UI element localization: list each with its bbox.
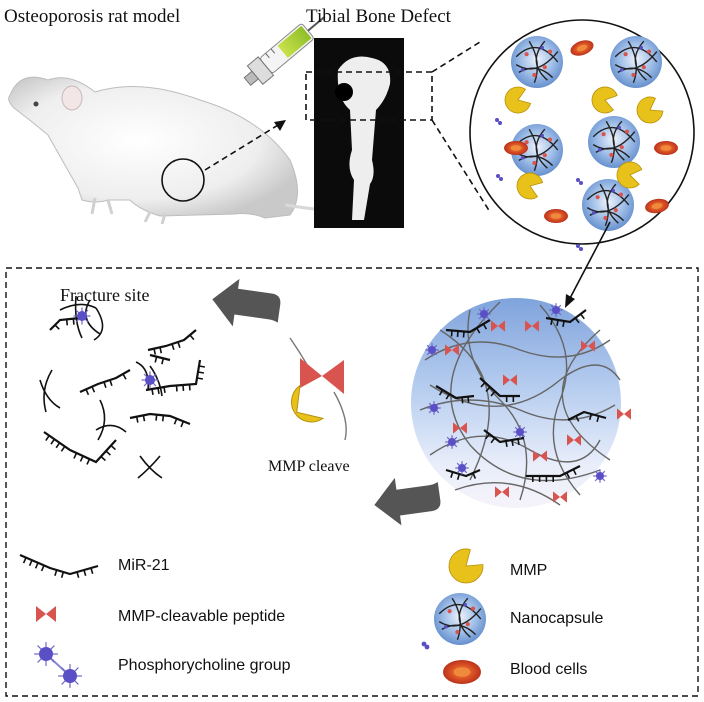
mmp-enzyme-3 (516, 172, 544, 200)
legend-nanocapsule-label: Nanocapsule (510, 610, 604, 627)
fragment-chain-1 (93, 307, 104, 341)
nano-mir21-4 (567, 410, 607, 422)
nano-peptide-0 (491, 320, 505, 332)
nano-mir21-0 (445, 319, 491, 338)
legend-mir21-icon (19, 553, 99, 578)
nano-phospho-6 (455, 461, 469, 475)
fragment-phospho-1 (141, 371, 159, 389)
legend-phosphorylcholine-label: Phosphorycholine group (118, 657, 291, 674)
mechanism-panel (5, 267, 699, 697)
fragment-chain-2 (74, 295, 83, 339)
zoom-indicator (305, 41, 491, 213)
fragment-chain-11 (137, 455, 161, 479)
nanocapsule-0 (511, 36, 563, 88)
fragment-mir21-6 (149, 353, 171, 365)
bone-defect-marker (335, 83, 353, 101)
legend-peptide-icon (36, 606, 56, 622)
fragment-chain-3 (84, 299, 101, 335)
fragment-mir21-0 (49, 316, 81, 331)
legend-mmp-icon (448, 548, 484, 584)
mmp-enzyme-1 (591, 86, 618, 114)
nano-peptide-1 (525, 320, 539, 332)
bone-defect-title: Tibial Bone Defect (306, 6, 451, 27)
nano-phospho-7 (513, 425, 527, 439)
fragment-chain-6 (97, 399, 106, 441)
mmp-enzyme-2 (636, 96, 664, 124)
legend-peptide-label: MMP-cleavable peptide (118, 608, 286, 625)
nano-mir21-5 (483, 429, 525, 448)
fragment-chain-0 (59, 303, 97, 311)
legend-blood-cells-label: Blood cells (510, 661, 588, 678)
tibial-xray-image (314, 38, 404, 228)
cleavage-illustration (289, 337, 347, 441)
nano-mir21-7 (445, 468, 481, 480)
fragment-chain-10 (139, 455, 163, 479)
fragment-chain-7 (95, 424, 127, 433)
mmp-enzyme-0 (504, 86, 532, 114)
nanocapsule-detail (411, 298, 631, 508)
legend-mmp-label: MMP (510, 562, 548, 579)
legend-nanocapsule-icon (434, 593, 486, 645)
nano-phospho-5 (593, 469, 607, 483)
legend-mir21-label: MiR-21 (118, 557, 170, 574)
rat-illustration (8, 76, 381, 225)
process-arrows (212, 278, 441, 526)
nano-peptide-6 (567, 434, 581, 446)
fracture-site-fragments (39, 295, 206, 479)
blood-cell-3 (544, 209, 568, 223)
nano-peptide-8 (495, 486, 509, 498)
legend-icons (19, 548, 486, 688)
blood-cell-4 (645, 198, 669, 214)
fragment-chain-5 (39, 379, 61, 409)
fragment-mir21-2 (79, 369, 131, 396)
blood-cell-2 (654, 141, 678, 155)
nano-peptide-9 (553, 491, 567, 503)
fracture-site-title: Fracture site (60, 285, 150, 305)
zoom-contents (495, 36, 678, 251)
phospho-dot-2 (576, 244, 580, 248)
phospho-dot-0 (495, 118, 499, 122)
nano-phospho-3 (427, 401, 441, 415)
fragment-mir21-3 (145, 359, 206, 396)
nano-phospho-2 (425, 343, 439, 357)
nano-peptide-4 (503, 374, 517, 386)
nano-phospho-1 (549, 303, 563, 317)
syringe-icon (243, 16, 325, 87)
nanocapsule-1 (610, 36, 662, 88)
fragment-mir21-1 (147, 329, 197, 355)
nano-peptide-2 (445, 344, 459, 356)
fragment-chain-8 (135, 361, 150, 391)
nano-peptide-3 (581, 340, 595, 352)
nano-phospho-0 (477, 307, 491, 321)
nano-mir21-6 (526, 465, 581, 482)
mmp-enzyme-4 (616, 161, 643, 189)
nano-mir21-3 (479, 377, 520, 402)
phospho-dot-1 (576, 178, 580, 182)
nano-mir21-1 (545, 309, 587, 328)
nano-mir21-2 (435, 385, 475, 404)
arrow-to-nanocapsule-detail (565, 221, 611, 308)
nanocapsule-4 (582, 179, 634, 231)
mmp-cleave-label: MMP cleave (268, 458, 350, 475)
nano-peptide-5 (453, 422, 467, 434)
nanocapsule-3 (588, 116, 640, 168)
legend-phospho-dot (421, 641, 427, 647)
nano-peptide-7 (617, 408, 631, 420)
phospho-dot-3 (496, 174, 500, 178)
dashed-arrow-rat-to-xray (204, 120, 286, 171)
injection-site-circle (161, 158, 205, 202)
fragment-mir21-5 (129, 412, 191, 428)
legend-blood-cell-icon (443, 660, 481, 684)
blood-cell-1 (504, 141, 528, 155)
fragment-phospho-0 (73, 307, 91, 325)
fragment-mir21-4 (43, 431, 117, 465)
blood-cell-0 (570, 40, 594, 56)
nano-phospho-4 (445, 435, 459, 449)
rat-model-title: Osteoporosis rat model (4, 6, 181, 27)
nano-peptide-10 (533, 450, 547, 462)
legend-phospho-icon (34, 642, 82, 688)
